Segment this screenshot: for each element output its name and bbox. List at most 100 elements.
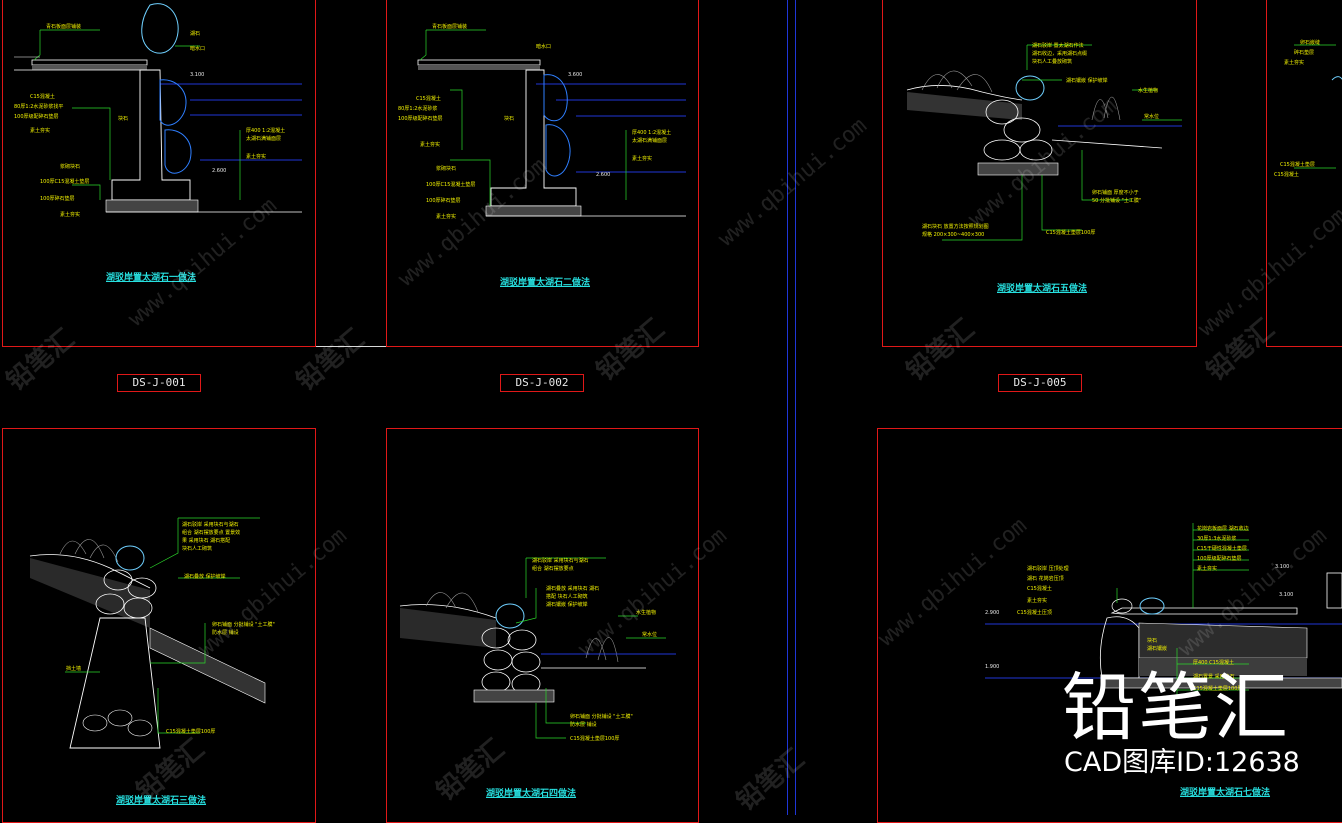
frame-drawing-2[interactable]: [386, 0, 699, 347]
svg-text:块石: 块石: [504, 115, 514, 122]
svg-text:厚400 1:2混凝土: 厚400 1:2混凝土: [632, 129, 671, 136]
svg-text:搭配 块石人工砌筑: 搭配 块石人工砌筑: [546, 593, 588, 600]
svg-text:素土夯实: 素土夯实: [30, 127, 50, 134]
svg-text:卵石嵌缝: 卵石嵌缝: [1300, 39, 1320, 46]
svg-text:素土夯实: 素土夯实: [60, 211, 80, 218]
drawing-title-4: 湖驳岸置太湖石四做法: [486, 789, 577, 799]
drawing-title-3: 湖驳岸置太湖石三做法: [116, 796, 207, 806]
svg-text:C15混凝土: C15混凝土: [30, 93, 55, 100]
svg-text:素土夯实: 素土夯实: [632, 155, 652, 162]
svg-text:素土夯实: 素土夯实: [420, 141, 440, 148]
elevation-label: 2.600: [212, 168, 226, 174]
svg-text:块石: 块石: [1147, 637, 1157, 644]
section-drawing-5: 湖石驳岸 置太湖石作法 湖石收边，采用湖石点缀 块石人工叠放砌筑 湖石镶嵌 保护…: [906, 42, 1182, 241]
svg-text:卵石铺面 厚度不小于: 卵石铺面 厚度不小于: [1092, 189, 1139, 196]
svg-text:100厚C15混凝土垫层: 100厚C15混凝土垫层: [40, 178, 89, 185]
svg-text:湖石驳岸 压顶处理: 湖石驳岸 压顶处理: [1027, 565, 1069, 572]
elevation-label: 3.600: [568, 72, 582, 78]
svg-text:厚400 1:2混凝土: 厚400 1:2混凝土: [246, 127, 285, 134]
svg-text:湖石叠放 保护坡岸: 湖石叠放 保护坡岸: [184, 573, 226, 580]
svg-text:块石人工砌筑: 块石人工砌筑: [182, 545, 212, 552]
svg-text:C15混凝土压顶: C15混凝土压顶: [1017, 609, 1052, 616]
drawing-code-ds-j-005[interactable]: DS-J-005: [998, 374, 1082, 392]
drawing-title-2: 湖驳岸置太湖石二做法: [500, 278, 591, 288]
svg-text:C15混凝土垫层100厚: C15混凝土垫层100厚: [1046, 229, 1095, 236]
svg-text:水生植物: 水生植物: [1138, 87, 1158, 94]
frame-drawing-6-partial[interactable]: [1266, 0, 1342, 347]
svg-text:湖石镶嵌 保护坡岸: 湖石镶嵌 保护坡岸: [1066, 77, 1108, 84]
svg-text:100厚级配碎石垫层: 100厚级配碎石垫层: [14, 113, 59, 120]
svg-text:挡土墙: 挡土墙: [66, 665, 81, 672]
drawing-title-7: 湖驳岸置太湖石七做法: [1180, 788, 1271, 798]
svg-text:暗水口: 暗水口: [190, 45, 205, 52]
section-drawing-7: 花岗岩板面层 湖石收边 30厚1:3水泥砂浆 C15干硬性混凝土垫层 100厚级…: [985, 523, 1342, 698]
watermark-url: www.qbihui.com: [713, 113, 872, 252]
svg-text:碎石垫层: 碎石垫层: [1294, 49, 1314, 56]
elevation-label: 3.100: [1279, 592, 1293, 598]
svg-text:C15混凝土垫层100厚: C15混凝土垫层100厚: [166, 728, 215, 735]
svg-text:100厚碎石垫层: 100厚碎石垫层: [40, 195, 75, 202]
svg-text:素土夯实: 素土夯实: [436, 213, 456, 220]
svg-text:浆砌块石: 浆砌块石: [436, 165, 456, 172]
svg-text:湖石驳岸 采用块石与湖石: 湖石驳岸 采用块石与湖石: [182, 521, 239, 528]
svg-text:湖石驳岸 采用块石与湖石: 湖石驳岸 采用块石与湖石: [532, 557, 589, 564]
frame-drawing-1[interactable]: [2, 0, 316, 347]
svg-text:湖石驳岸 置太湖石作法: 湖石驳岸 置太湖石作法: [1032, 42, 1084, 49]
svg-text:块石人工叠放砌筑: 块石人工叠放砌筑: [1032, 58, 1072, 65]
section-drawing-2: 青石板面层铺装 暗水口 C15混凝土 80厚1:2水泥砂浆 100厚级配碎石垫层…: [398, 23, 686, 220]
svg-text:太湖石满铺面层: 太湖石满铺面层: [632, 137, 667, 144]
svg-text:100厚C15混凝土垫层: 100厚C15混凝土垫层: [426, 181, 475, 188]
svg-text:太湖石满铺面层: 太湖石满铺面层: [246, 135, 281, 142]
svg-text:100厚级配碎石垫层: 100厚级配碎石垫层: [398, 115, 443, 122]
svg-text:80厚1:2水泥砂浆找平: 80厚1:2水泥砂浆找平: [14, 103, 63, 110]
svg-text:素土夯实: 素土夯实: [246, 153, 266, 160]
svg-text:湖石镶嵌: 湖石镶嵌: [1147, 645, 1167, 652]
elevation-label: 2.600: [596, 172, 610, 178]
svg-text:C15混凝土: C15混凝土: [416, 95, 441, 102]
drawing-code-ds-j-001[interactable]: DS-J-001: [117, 374, 201, 392]
svg-text:青石板面层铺装: 青石板面层铺装: [46, 23, 81, 30]
drawing-title-1: 湖驳岸置太湖石一做法: [106, 273, 197, 283]
elevation-label: 3.100: [1275, 564, 1289, 570]
svg-text:C15混凝土垫层100厚: C15混凝土垫层100厚: [570, 735, 619, 742]
svg-text:素土夯实: 素土夯实: [1027, 597, 1047, 604]
svg-text:湖石置景 采用块石: 湖石置景 采用块石: [1193, 673, 1235, 680]
viewport-divider-right: [795, 0, 796, 815]
svg-text:防水层 铺设: 防水层 铺设: [212, 629, 239, 636]
frame-drawing-5[interactable]: [882, 0, 1197, 347]
svg-text:规格 200×300~400×300: 规格 200×300~400×300: [922, 231, 984, 238]
svg-text:果 采用块石 湖石搭配: 果 采用块石 湖石搭配: [182, 537, 230, 544]
svg-text:C15混凝土垫层100厚: C15混凝土垫层100厚: [1193, 685, 1242, 692]
svg-text:素土夯实: 素土夯实: [1197, 565, 1217, 572]
svg-text:湖石: 湖石: [190, 30, 200, 37]
watermark-brand: 铅笔汇: [731, 743, 811, 817]
section-drawing-3: 湖石驳岸 采用块石与湖石 组合 湖石摆放要点 置景效 果 采用块石 湖石搭配 块…: [29, 517, 275, 749]
svg-text:花岗岩板面层 湖石收边: 花岗岩板面层 湖石收边: [1197, 525, 1249, 532]
svg-text:卵石铺面 分批铺设 "土工膜": 卵石铺面 分批铺设 "土工膜": [570, 713, 633, 720]
svg-text:青石板面层铺装: 青石板面层铺装: [432, 23, 467, 30]
svg-text:组合 湖石摆放要点: 组合 湖石摆放要点: [532, 565, 574, 572]
brand-logo-text: 铅笔汇: [1062, 665, 1290, 751]
svg-text:常水位: 常水位: [642, 631, 657, 638]
svg-text:组合 湖石摆放要点 置景效: 组合 湖石摆放要点 置景效: [182, 529, 240, 536]
svg-text:素土夯实: 素土夯实: [1284, 59, 1304, 66]
svg-text:湖石收边，采用湖石点缀: 湖石收边，采用湖石点缀: [1032, 50, 1087, 57]
svg-text:C15混凝土: C15混凝土: [1274, 171, 1299, 178]
elevation-label: 3.100: [190, 72, 204, 78]
svg-text:C15混凝土垫层: C15混凝土垫层: [1280, 161, 1315, 168]
svg-text:卵石铺面 分批铺设 "土工膜": 卵石铺面 分批铺设 "土工膜": [212, 621, 275, 628]
svg-text:湖石块石 放置方法按照规划图: 湖石块石 放置方法按照规划图: [922, 223, 989, 230]
viewport-divider-left: [787, 0, 788, 815]
drawing-code-ds-j-002[interactable]: DS-J-002: [500, 374, 584, 392]
section-drawing-1: 青石板面层铺装 湖石 暗水口 C15混凝土 80厚1:2水泥砂浆找平 100厚级…: [14, 3, 302, 218]
svg-text:浆砌块石: 浆砌块石: [60, 163, 80, 170]
svg-text:100厚碎石垫层: 100厚碎石垫层: [426, 197, 461, 204]
svg-text:C15混凝土: C15混凝土: [1027, 585, 1052, 592]
svg-text:湖石 花岗岩压顶: 湖石 花岗岩压顶: [1027, 575, 1064, 582]
svg-text:水生植物: 水生植物: [636, 609, 656, 616]
svg-text:湖石镶嵌 保护坡岸: 湖石镶嵌 保护坡岸: [546, 601, 588, 608]
frame-connector-line: [316, 346, 386, 347]
svg-text:厚400 C15混凝土: 厚400 C15混凝土: [1193, 659, 1234, 666]
svg-text:常水位: 常水位: [1144, 113, 1159, 120]
